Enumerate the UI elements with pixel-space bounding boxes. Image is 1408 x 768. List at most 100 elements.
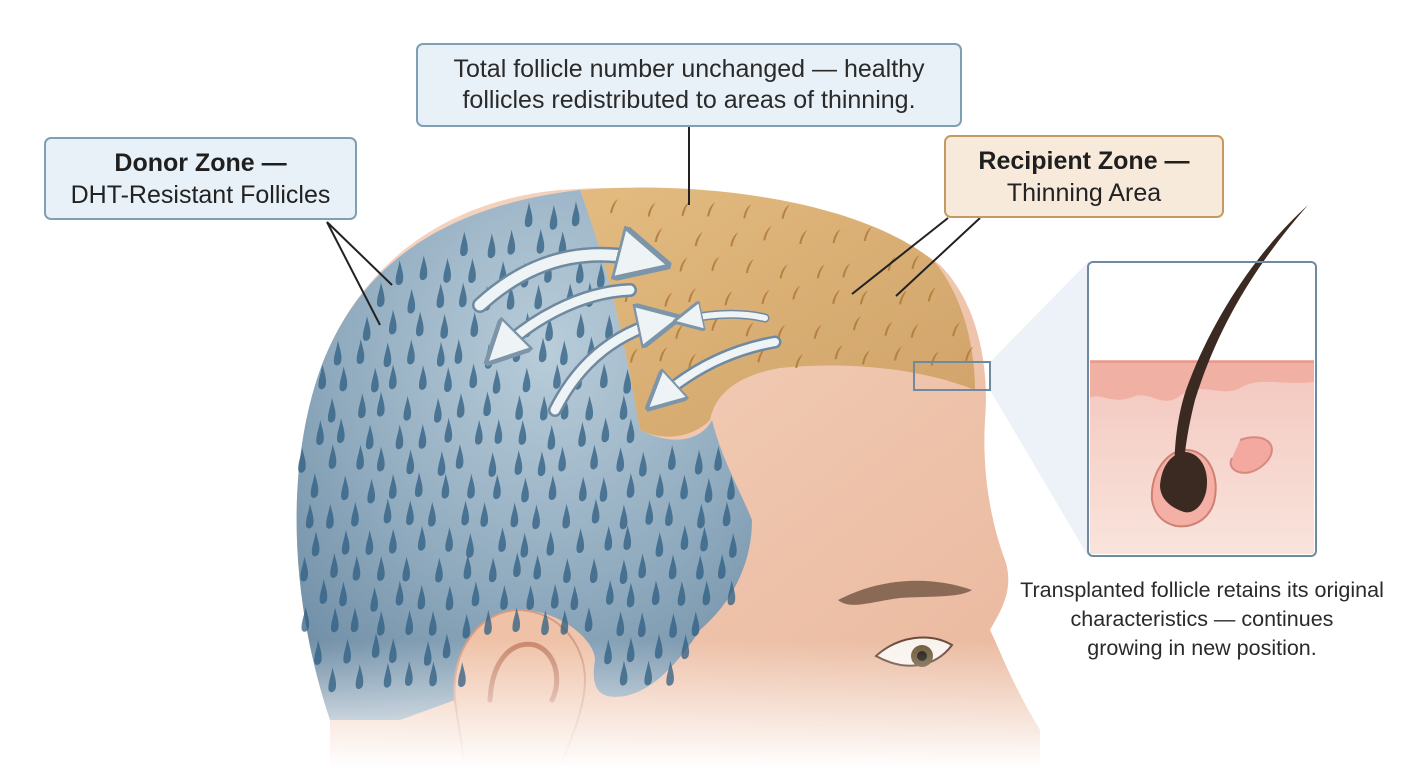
donor-follicle — [507, 229, 516, 255]
donor-follicle — [665, 501, 673, 526]
donor-follicle — [367, 478, 376, 504]
donor-follicle — [606, 579, 614, 605]
recipient-follicle — [724, 291, 733, 306]
inset-caption-line-3: growing in new position. — [1087, 636, 1317, 660]
donor-follicle — [619, 559, 628, 585]
donor-follicle — [571, 201, 580, 227]
donor-follicle — [483, 391, 491, 417]
donor-follicle — [638, 553, 647, 579]
donor-follicle — [546, 530, 555, 556]
recipient-follicle — [792, 285, 801, 300]
donor-follicle — [578, 421, 586, 447]
donor-follicle — [436, 283, 445, 309]
donor-follicle — [562, 503, 571, 529]
donor-follicle — [666, 660, 674, 686]
donor-follicle — [534, 284, 543, 310]
donor-follicle — [403, 395, 412, 421]
recipient-follicle — [694, 232, 703, 247]
recipient-follicle — [711, 256, 720, 271]
donor-follicle — [506, 284, 515, 310]
donor-follicle — [428, 610, 437, 636]
recipient-follicle — [911, 255, 920, 270]
donor-follicle — [458, 662, 466, 688]
donor-follicle — [500, 585, 508, 610]
donor-follicle — [549, 204, 558, 230]
donor-follicle — [395, 580, 404, 606]
donor-follicle — [298, 447, 306, 473]
donor-follicle — [455, 444, 464, 469]
donor-follicle — [362, 316, 371, 341]
donor-follicle — [365, 424, 374, 450]
donor-follicle — [538, 337, 547, 363]
recipient-follicle — [813, 324, 822, 339]
hair-bulb — [1160, 452, 1208, 513]
donor-follicle — [356, 339, 365, 365]
donor-follicle — [327, 397, 336, 423]
recipient-zone-subtitle: Thinning Area — [1006, 178, 1162, 207]
recipient-follicle — [761, 289, 770, 304]
donor-follicle — [494, 418, 503, 444]
donor-follicle — [605, 314, 613, 340]
recipient-follicle — [795, 354, 804, 369]
donor-follicle — [697, 503, 705, 529]
donor-follicle — [343, 638, 352, 664]
curved-arrow-icon — [495, 283, 637, 355]
donor-follicle — [540, 395, 548, 421]
recipient-follicle — [952, 322, 961, 337]
donor-follicle — [520, 532, 529, 558]
curved-arrow-icon — [548, 320, 668, 417]
recipient-follicle — [681, 201, 690, 216]
donor-follicle — [414, 472, 423, 498]
donor-follicle — [704, 477, 713, 503]
recipient-follicle — [629, 348, 638, 363]
recipient-follicle — [659, 347, 668, 362]
donor-follicle — [305, 503, 314, 529]
donor-follicle — [445, 585, 454, 611]
donor-follicle — [316, 420, 324, 445]
donor-follicle — [626, 582, 635, 608]
donor-follicle — [336, 418, 345, 444]
donor-follicle — [437, 450, 446, 476]
donor-follicle — [471, 581, 480, 607]
donor-follicle — [541, 610, 549, 636]
recipient-follicle — [927, 287, 936, 302]
donor-follicle — [645, 499, 654, 525]
donor-follicle — [570, 585, 579, 611]
inset-caption-line-1: Transplanted follicle retains its origin… — [1020, 578, 1384, 602]
donor-follicle — [484, 610, 492, 635]
donor-follicle — [560, 394, 569, 420]
recipient-follicle — [832, 229, 841, 244]
donor-follicle — [383, 662, 392, 688]
donor-follicle — [616, 446, 625, 472]
recipient-follicle — [816, 264, 825, 279]
donor-follicle — [510, 502, 519, 528]
recipient-follicle — [779, 264, 788, 279]
donor-follicle — [522, 367, 531, 393]
donor-follicle — [462, 613, 471, 639]
donor-follicle — [590, 444, 598, 470]
donor-follicle — [669, 612, 677, 638]
donor-follicle — [461, 500, 470, 526]
donor-follicle — [626, 473, 635, 498]
donor-follicle — [376, 282, 385, 308]
donor-follicle — [550, 583, 559, 609]
donor-follicle — [558, 231, 567, 257]
donor-follicle — [435, 557, 443, 583]
donor-follicle — [644, 660, 653, 686]
donor-zone-callout: Donor Zone — DHT-Resistant Follicles — [44, 137, 357, 220]
donor-follicle — [488, 451, 497, 477]
recipient-follicle — [610, 199, 619, 214]
recipient-follicle — [688, 353, 697, 368]
donor-follicle — [376, 391, 385, 417]
donor-follicle — [459, 282, 467, 308]
donor-follicle — [585, 395, 594, 421]
donor-follicle — [376, 446, 385, 472]
donor-follicle — [604, 639, 612, 665]
donor-follicle — [314, 639, 322, 665]
transfer-arrows — [472, 255, 782, 417]
donor-follicle — [456, 392, 465, 418]
recipient-follicle — [711, 316, 720, 331]
donor-follicle — [591, 498, 600, 524]
recipient-follicle — [688, 288, 697, 303]
